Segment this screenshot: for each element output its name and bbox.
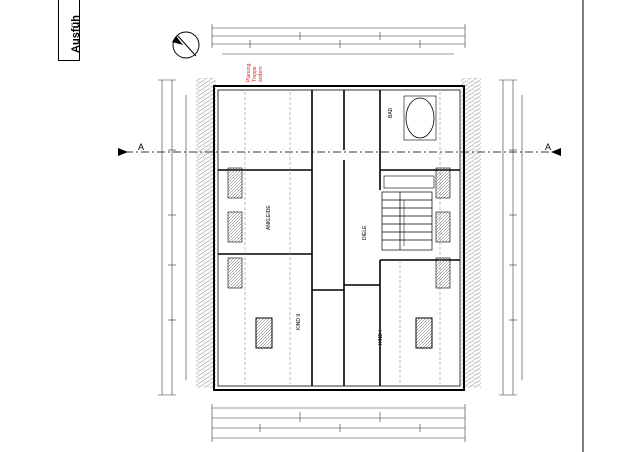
room-label-ankleide: ANKLEIDE bbox=[266, 205, 272, 230]
top-dimension-lines bbox=[211, 24, 466, 55]
dormer-right-lower bbox=[435, 257, 451, 289]
section-arrow-right-icon bbox=[551, 148, 561, 156]
section-label-left: A bbox=[138, 142, 144, 152]
room-label-diele: DIELE bbox=[362, 225, 368, 240]
vanity-counter bbox=[383, 175, 435, 189]
room-label-bad: BAD bbox=[388, 107, 394, 118]
interior-walls bbox=[218, 90, 460, 386]
dormer-right-middle bbox=[435, 211, 451, 243]
bathtub-frame bbox=[403, 95, 437, 141]
right-dimension-lines bbox=[499, 79, 523, 396]
red-note-line-2: Treppe bbox=[252, 66, 258, 82]
title-block-frame bbox=[58, 0, 80, 61]
skylight-right bbox=[415, 317, 433, 349]
dormer-left-lower bbox=[227, 257, 243, 289]
roof-slope-lines bbox=[244, 92, 441, 384]
red-note-line-1: Planung bbox=[246, 63, 252, 82]
bottom-dimension-lines bbox=[211, 404, 466, 442]
section-arrow-left-icon bbox=[118, 148, 128, 156]
roof-eave-right bbox=[461, 78, 481, 388]
section-label-right: A bbox=[545, 142, 551, 152]
dormer-left-middle bbox=[227, 211, 243, 243]
staircase bbox=[381, 191, 433, 251]
exterior-wall-inner bbox=[217, 89, 461, 387]
dormer-left-upper bbox=[227, 167, 243, 199]
dormer-right-upper bbox=[435, 167, 451, 199]
room-label-kind1: KIND I bbox=[378, 330, 384, 345]
exterior-wall bbox=[213, 85, 465, 391]
north-arrow-icon bbox=[172, 31, 200, 59]
bathtub bbox=[405, 97, 435, 139]
room-label-kind2: KIND II bbox=[296, 314, 302, 330]
red-note-line-3: ändern bbox=[258, 66, 264, 82]
left-dimension-lines bbox=[158, 79, 187, 396]
skylight-left bbox=[255, 317, 273, 349]
roof-eave-left bbox=[196, 78, 216, 388]
